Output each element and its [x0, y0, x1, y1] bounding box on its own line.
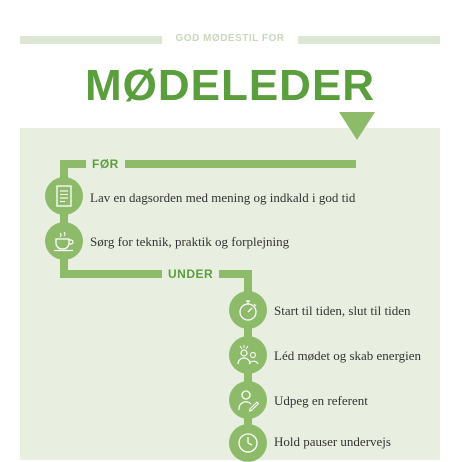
section-label-foer: FØR — [86, 157, 125, 171]
step-circle — [229, 291, 267, 329]
stopwatch-icon — [239, 300, 257, 321]
step-circle — [229, 381, 267, 419]
down-arrow-icon — [339, 112, 375, 140]
timeline-line-top — [60, 160, 356, 168]
timeline-line-middle — [60, 270, 250, 278]
referent-icon — [238, 390, 260, 412]
group-energy-icon — [237, 345, 259, 365]
step-circle — [45, 177, 83, 215]
coffee-cup-icon — [54, 231, 74, 252]
step-text: Sørg for teknik, praktik og forplejning — [90, 234, 290, 249]
page-title: MØDELEDER — [84, 61, 376, 110]
clock-icon — [238, 433, 258, 453]
step-text: Hold pauser undervejs — [274, 434, 391, 449]
header-bar-left — [20, 36, 162, 44]
agenda-icon — [56, 185, 72, 207]
content-panel — [20, 128, 440, 460]
step-text: Udpeg en referent — [274, 393, 368, 408]
step-text: Lav en dagsorden med mening og indkald i… — [90, 190, 356, 205]
step-text: Léd mødet og skab energien — [274, 348, 422, 363]
step-circle — [229, 424, 267, 462]
eyebrow-text: GOD MØDESTIL FOR — [175, 33, 285, 44]
step-circle — [45, 222, 83, 260]
timeline-line-left — [60, 160, 68, 276]
step-circle — [229, 336, 267, 374]
header-bar-right — [298, 36, 440, 44]
section-label-under: UNDER — [162, 267, 220, 281]
step-text: Start til tiden, slut til tiden — [274, 303, 411, 318]
